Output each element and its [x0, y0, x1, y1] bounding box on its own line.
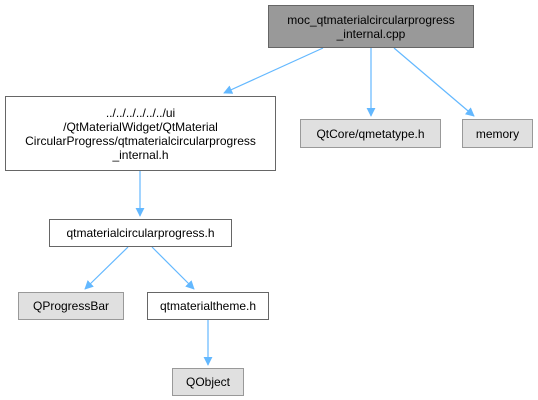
node-qobject[interactable]: QObject: [172, 368, 244, 396]
node-label: QObject: [185, 375, 230, 389]
edge-circular-header-to-theme-header: [151, 246, 195, 290]
node-memory[interactable]: memory: [462, 119, 533, 148]
edge-root-to-memory: [393, 47, 475, 117]
node-qprogressbar[interactable]: QProgressBar: [18, 292, 124, 320]
node-qtmaterialtheme-h[interactable]: qtmaterialtheme.h: [147, 292, 269, 320]
node-moc-qtmaterialcircularprogress-internal-cpp[interactable]: moc_qtmaterialcircularprogress _internal…: [268, 5, 474, 48]
node-label: qtmaterialcircularprogress.h: [66, 226, 215, 240]
node-label: moc_qtmaterialcircularprogress _internal…: [287, 12, 455, 41]
edge-root-to-internal-header: [223, 47, 324, 94]
node-qtmaterialcircularprogress-h[interactable]: qtmaterialcircularprogress.h: [49, 219, 232, 247]
node-label: ../../../../../../ui /QtMaterialWidget/Q…: [25, 105, 256, 162]
node-qtcore-qmetatype-h[interactable]: QtCore/qmetatype.h: [300, 119, 441, 148]
node-label: qtmaterialtheme.h: [159, 299, 257, 313]
node-label: QtCore/qmetatype.h: [316, 126, 425, 141]
node-label: memory: [475, 126, 520, 141]
node-qtmaterialcircularprogress-internal-h[interactable]: ../../../../../../ui /QtMaterialWidget/Q…: [5, 96, 276, 171]
node-label: QProgressBar: [32, 299, 110, 313]
edge-circular-header-to-qprogressbar: [84, 246, 129, 290]
